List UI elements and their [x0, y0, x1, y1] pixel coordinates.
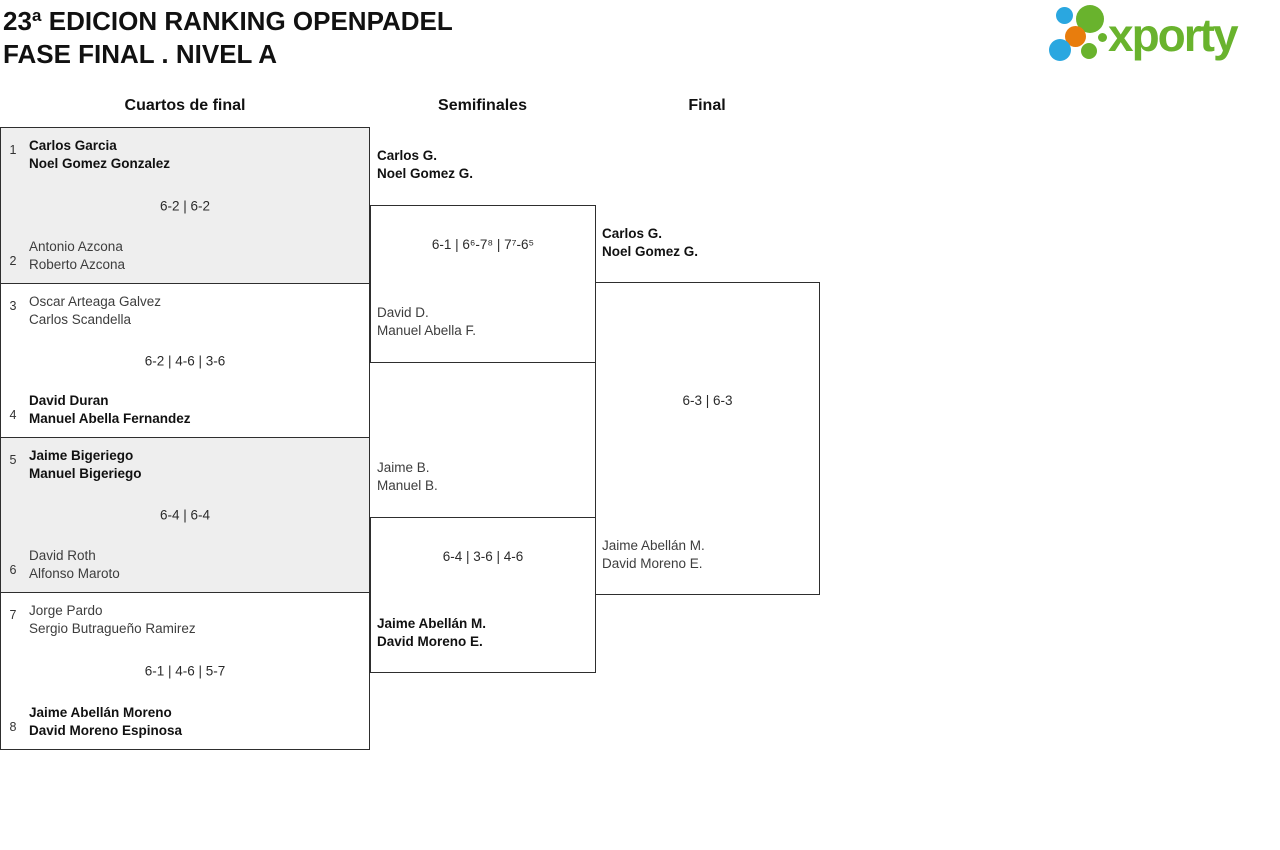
player-name: Noel Gomez G.: [377, 166, 474, 181]
match-score: 6-4 | 6-4: [159, 507, 211, 523]
page-title: 23ª EDICION RANKING OPENPADEL FASE FINAL…: [3, 5, 453, 71]
logo-dot-green-icon: [1081, 43, 1097, 59]
player-name: Alfonso Maroto: [29, 566, 120, 581]
match-semifinal-2-box: [370, 517, 596, 673]
match-quarterfinal-2: 3 Oscar Arteaga Galvez Carlos Scandella …: [1, 284, 369, 438]
player-name: Jorge Pardo: [29, 603, 103, 618]
team-names: Jaime Abellán M. David Moreno E.: [602, 537, 705, 573]
player-name: Jaime Abellán Moreno: [29, 705, 172, 720]
match-quarterfinal-1: 1 Carlos Garcia Noel Gomez Gonzalez 6-2 …: [1, 128, 369, 284]
match-score: 6-3 | 6-3: [682, 393, 733, 408]
team-names: Jaime Bigeriego Manuel Bigeriego: [29, 447, 142, 483]
seed-number: 2: [9, 254, 17, 268]
match-quarterfinal-3: 5 Jaime Bigeriego Manuel Bigeriego 6-4 |…: [1, 438, 369, 593]
player-name: Manuel Abella Fernandez: [29, 411, 191, 426]
player-name: Roberto Azcona: [29, 257, 126, 272]
team-names: Carlos G. Noel Gomez G.: [602, 225, 698, 261]
logo-dot-green-icon: [1098, 33, 1107, 42]
title-line1: 23ª EDICION RANKING OPENPADEL: [3, 6, 453, 36]
player-name: Carlos G.: [377, 148, 438, 163]
team-names: Carlos Garcia Noel Gomez Gonzalez: [29, 137, 170, 173]
match-score: 6-2 | 4-6 | 3-6: [144, 353, 226, 368]
title-line2: FASE FINAL . NIVEL A: [3, 39, 278, 69]
player-name: Jaime Abellán M.: [602, 538, 705, 553]
seed-number: 7: [9, 608, 17, 622]
logo-dot-blue-icon: [1049, 39, 1071, 61]
player-name: David Moreno E.: [377, 634, 483, 649]
player-name: Carlos G.: [602, 226, 663, 241]
team-names: Jaime B. Manuel B.: [377, 459, 438, 495]
seed-number: 4: [9, 408, 17, 422]
match-quarterfinal-4: 7 Jorge Pardo Sergio Butragueño Ramirez …: [1, 593, 369, 749]
player-name: David Roth: [29, 548, 96, 563]
player-name: David Moreno Espinosa: [29, 723, 183, 738]
match-score: 6-4 | 3-6 | 4-6: [442, 549, 524, 564]
team-names: David Duran Manuel Abella Fernandez: [29, 392, 191, 428]
player-name: David D.: [377, 305, 429, 320]
team-names: Jaime Abellán Moreno David Moreno Espino…: [29, 704, 182, 740]
seed-number: 1: [9, 143, 17, 157]
team-names: Antonio Azcona Roberto Azcona: [29, 238, 125, 274]
logo-dots-icon: [1048, 4, 1114, 66]
player-name: Manuel Abella F.: [377, 323, 477, 338]
player-name: Manuel Bigeriego: [29, 466, 142, 481]
player-name: Jaime B.: [377, 460, 430, 475]
team-names: Jorge Pardo Sergio Butragueño Ramirez: [29, 602, 196, 638]
player-name: David Duran: [29, 393, 109, 408]
round-header-semifinals: Semifinales: [438, 97, 527, 114]
logo-wordmark: xporty: [1108, 9, 1239, 61]
team-names: Oscar Arteaga Galvez Carlos Scandella: [29, 293, 161, 329]
logo-dot-orange-icon: [1065, 26, 1086, 47]
seed-number: 6: [9, 563, 17, 577]
team-names: David Roth Alfonso Maroto: [29, 547, 120, 583]
match-score: 6-1 | 6⁶-7⁸ | 7⁷-6⁵: [431, 237, 535, 252]
seed-number: 5: [9, 453, 17, 467]
team-names: Jaime Abellán M. David Moreno E.: [377, 615, 486, 651]
quarterfinals-column: 1 Carlos Garcia Noel Gomez Gonzalez 6-2 …: [0, 127, 370, 750]
match-score: 6-2 | 6-2: [159, 198, 211, 213]
player-name: Carlos Garcia: [29, 138, 117, 153]
player-name: Jaime Abellán M.: [377, 616, 487, 631]
logo-dot-blue-icon: [1056, 7, 1073, 24]
round-header-quarterfinals: Cuartos de final: [124, 97, 246, 114]
player-name: Oscar Arteaga Galvez: [29, 294, 162, 309]
player-name: Antonio Azcona: [29, 239, 123, 254]
player-name: David Moreno E.: [602, 556, 703, 571]
team-names: Carlos G. Noel Gomez G.: [377, 147, 473, 183]
match-final-box: [595, 282, 820, 595]
player-name: Carlos Scandella: [29, 312, 132, 327]
player-name: Sergio Butragueño Ramirez: [29, 621, 196, 636]
team-names: David D. Manuel Abella F.: [377, 304, 476, 340]
player-name: Noel Gomez Gonzalez: [29, 156, 171, 171]
xporty-logo[interactable]: xporty: [1048, 4, 1280, 68]
match-score: 6-1 | 4-6 | 5-7: [144, 663, 226, 679]
player-name: Manuel B.: [377, 478, 438, 493]
player-name: Jaime Bigeriego: [29, 448, 134, 463]
player-name: Noel Gomez G.: [602, 244, 699, 259]
seed-number: 8: [9, 720, 17, 734]
seed-number: 3: [9, 299, 17, 313]
round-header-final: Final: [688, 97, 726, 114]
